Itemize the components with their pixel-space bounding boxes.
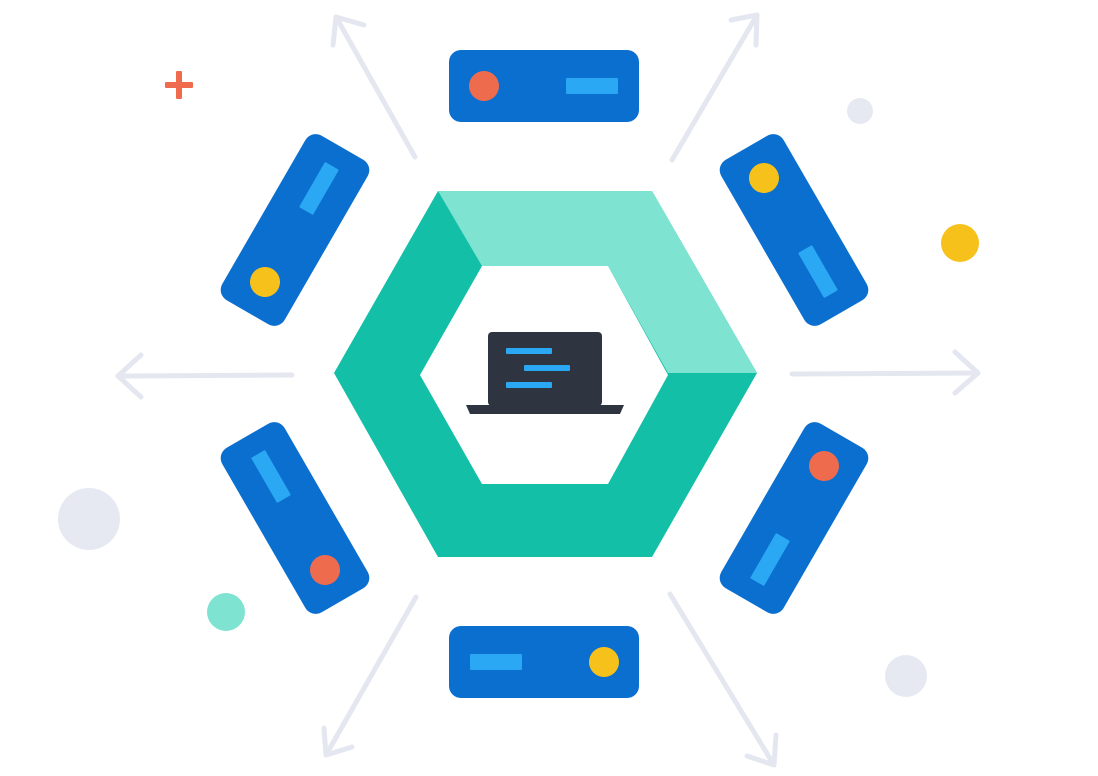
arrow-icon-up-right: [669, 12, 760, 163]
server-icon-lower-right: [719, 422, 869, 614]
laptop-icon: [466, 332, 624, 414]
servers-group: [220, 50, 869, 698]
server-icon-upper-left: [220, 134, 370, 326]
dot-icon-gray-large: [58, 488, 120, 550]
arrow-icon-right: [789, 349, 981, 396]
decor-group: [58, 71, 979, 697]
arrows-group: [115, 12, 981, 768]
dot-icon-gray-medium: [885, 655, 927, 697]
code-line-1: [506, 348, 552, 354]
server-icon-top: [449, 50, 639, 122]
server-icon-bottom: [449, 626, 639, 698]
arrow-icon-left: [115, 352, 295, 400]
dot-icon-yellow: [941, 224, 979, 262]
dot-icon-teal: [207, 593, 245, 631]
arrow-icon-down-left: [321, 594, 419, 758]
code-line-2: [524, 365, 570, 371]
arrow-icon-down-right: [667, 591, 779, 768]
dot-icon-gray-small: [847, 98, 873, 124]
server-icon-lower-left: [220, 422, 370, 614]
server-icon-upper-right: [719, 134, 869, 326]
plus-icon: [165, 71, 193, 99]
arrow-icon-up-left: [330, 14, 418, 160]
code-line-3: [506, 382, 552, 388]
